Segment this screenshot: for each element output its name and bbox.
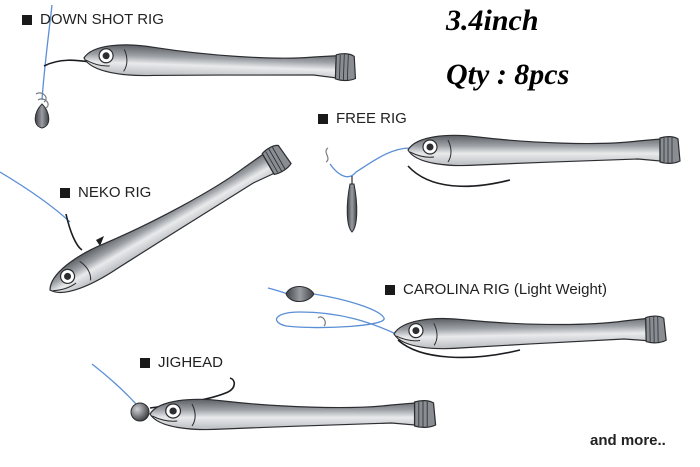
product-quantity: Qty : 8pcs bbox=[446, 58, 570, 91]
rig-label-free: FREE RIG bbox=[318, 110, 407, 127]
rig-label-text: NEKO RIG bbox=[78, 184, 152, 201]
bullet-square-icon bbox=[140, 357, 150, 368]
neko-rig-illustration bbox=[0, 140, 294, 305]
rig-label-text: CAROLINA RIG (Light Weight) bbox=[403, 281, 607, 298]
bullet-square-icon bbox=[60, 187, 70, 198]
and-more-text: and more.. bbox=[590, 432, 666, 449]
jighead-illustration bbox=[91, 363, 437, 431]
carolina-rig-illustration bbox=[267, 286, 667, 359]
rig-label-text: DOWN SHOT RIG bbox=[40, 11, 164, 28]
rig-label-neko: NEKO RIG bbox=[60, 184, 151, 201]
rig-label-downshot: DOWN SHOT RIG bbox=[22, 11, 164, 28]
rig-label-text: JIGHEAD bbox=[158, 354, 224, 371]
rig-label-carolina: CAROLINA RIG (Light Weight) bbox=[385, 281, 607, 298]
rig-label-text: FREE RIG bbox=[336, 110, 407, 127]
rig-label-jighead: JIGHEAD bbox=[140, 354, 223, 371]
product-size: 3.4inch bbox=[446, 4, 539, 37]
bullet-square-icon bbox=[22, 14, 32, 25]
bullet-square-icon bbox=[385, 284, 395, 295]
bullet-square-icon bbox=[318, 113, 328, 124]
free-rig-illustration bbox=[325, 134, 681, 233]
downshot-rig-illustration bbox=[34, 4, 357, 129]
